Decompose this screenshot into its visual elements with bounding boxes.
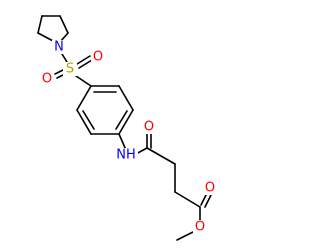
o1-bg xyxy=(40,72,54,86)
bond-o5-me xyxy=(176,231,194,241)
atom-o-ester-carbonyl: O xyxy=(205,181,215,196)
o4-bg xyxy=(203,181,217,195)
atom-o-ester: O xyxy=(195,220,205,235)
bonds xyxy=(37,15,212,241)
o3-bg xyxy=(142,120,156,134)
bond-cc-cd xyxy=(59,15,69,34)
bond-n1-s xyxy=(61,53,68,63)
atom-s-sulfonyl: S xyxy=(66,62,74,77)
bond-ring-5 xyxy=(76,109,92,135)
bond-ring-inner-3 xyxy=(82,110,95,130)
atom-n-pyrrolidine: N xyxy=(54,40,64,55)
bond-ca-cb xyxy=(37,15,43,34)
o5-bg xyxy=(193,220,207,234)
bond-ring-3 xyxy=(118,109,134,135)
bond-c-o4-b xyxy=(204,194,212,208)
s-bg xyxy=(63,62,77,76)
bond-ring-inner-2 xyxy=(115,110,128,130)
atom-o-sulfonyl-left: O xyxy=(42,72,52,87)
bond-ring-nh xyxy=(118,133,127,151)
nh-bg xyxy=(114,148,138,162)
atom-o-amide: O xyxy=(144,120,154,135)
structure-svg: N S O O NH O O O xyxy=(37,15,217,241)
bond-chain-3 xyxy=(174,191,201,208)
bond-ring-6 xyxy=(76,85,92,111)
atom-nh-amide: NH xyxy=(116,148,136,163)
bond-s-ring xyxy=(75,75,92,87)
o2-bg xyxy=(91,50,105,64)
atom-o-sulfonyl-right: O xyxy=(93,50,103,65)
bond-s-o1-a xyxy=(54,69,64,75)
molecule-diagram: N S O O NH O O O xyxy=(37,15,217,241)
n1-bg xyxy=(52,40,66,54)
bond-s-o2-a xyxy=(76,55,91,65)
bond-s-o2-b xyxy=(78,59,93,69)
bond-chain-1 xyxy=(146,147,176,165)
bond-ring-2 xyxy=(118,85,134,111)
atom-labels: N S O O NH O O O xyxy=(40,40,217,235)
